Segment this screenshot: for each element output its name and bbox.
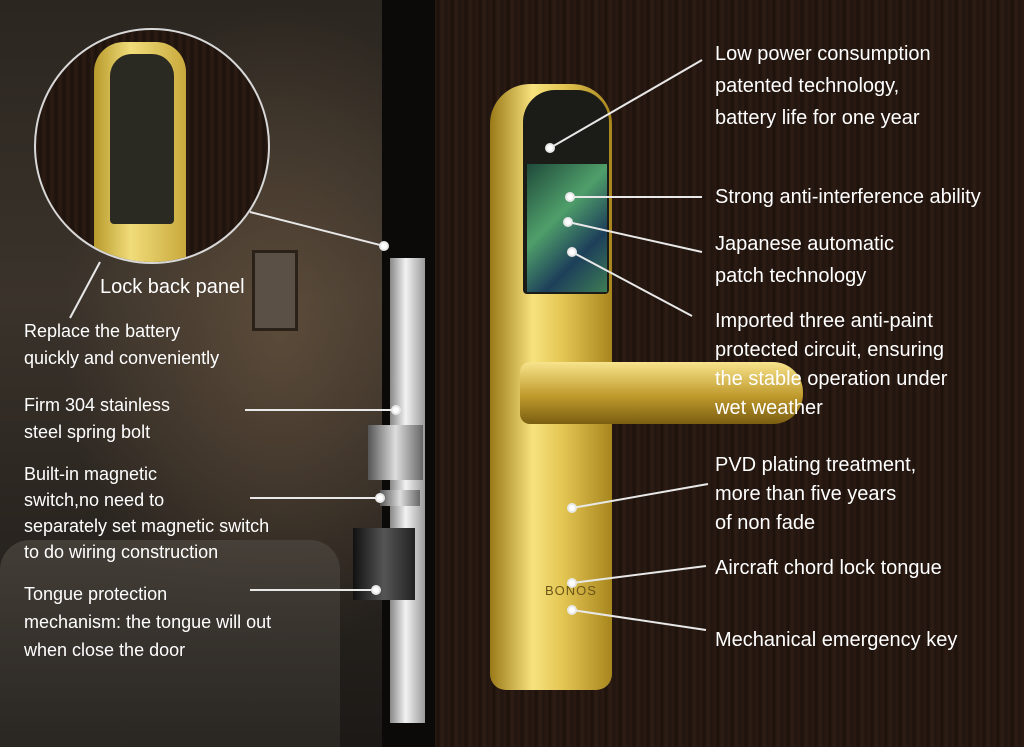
label-anti-interference: Strong anti-interference ability bbox=[715, 186, 981, 208]
lock-back-panel-closeup bbox=[34, 28, 270, 264]
lever-handle bbox=[520, 362, 803, 424]
lock-brand-logo: BONOS bbox=[545, 583, 597, 598]
label-emergency-key: Mechanical emergency key bbox=[715, 629, 958, 651]
label-aircraft-tongue: Aircraft chord lock tongue bbox=[715, 557, 942, 579]
back-panel bbox=[94, 42, 186, 262]
wall-picture bbox=[252, 250, 298, 331]
label-pvd-plating: PVD plating treatment,more than five yea… bbox=[715, 454, 917, 534]
sofa bbox=[0, 540, 340, 747]
spring-bolt bbox=[368, 425, 423, 480]
magnetic-switch bbox=[380, 490, 420, 506]
label-lock-back-panel: Lock back panel bbox=[100, 276, 245, 298]
lock-tongue bbox=[353, 528, 415, 600]
